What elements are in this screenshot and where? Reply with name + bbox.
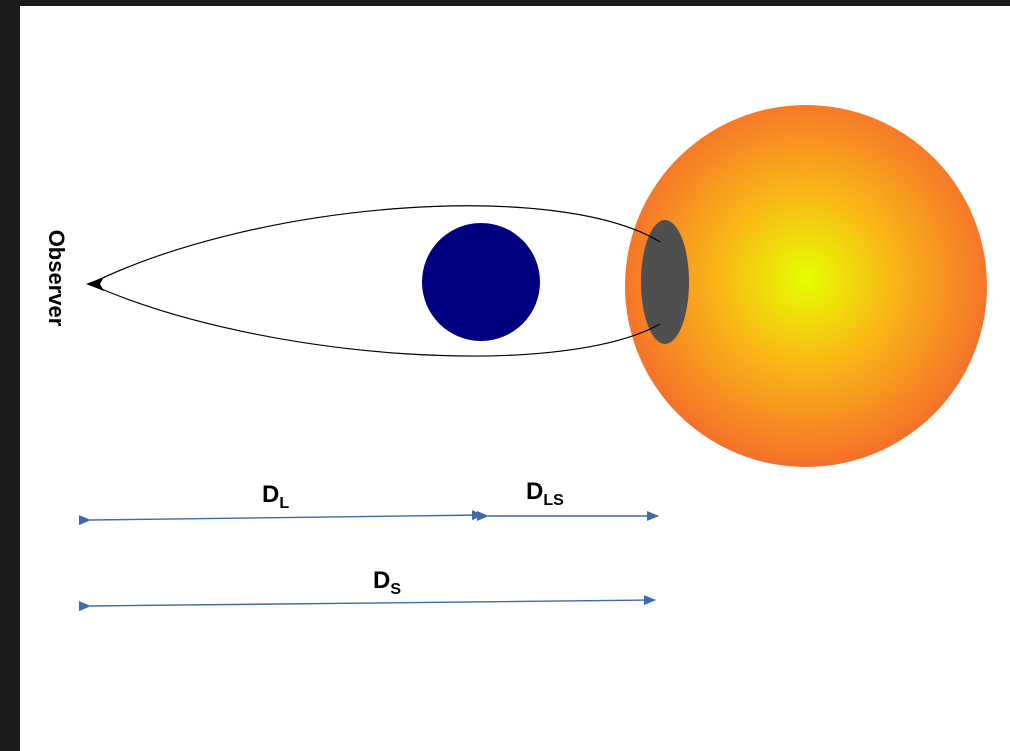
lens-mass: [422, 223, 540, 341]
d-l-label: DL: [262, 481, 289, 512]
d-s-label: DS: [373, 567, 401, 598]
lensed-image: [641, 220, 689, 344]
source-star: [625, 105, 987, 467]
observer-label: Observer: [44, 230, 69, 327]
d-l-arrow: [78, 510, 484, 526]
observer-point: [86, 277, 104, 291]
d-ls-label: DLS: [526, 478, 564, 509]
d-s-arrow: [78, 595, 656, 612]
light-ray-lower: [89, 283, 661, 357]
light-ray-upper: [89, 205, 661, 285]
